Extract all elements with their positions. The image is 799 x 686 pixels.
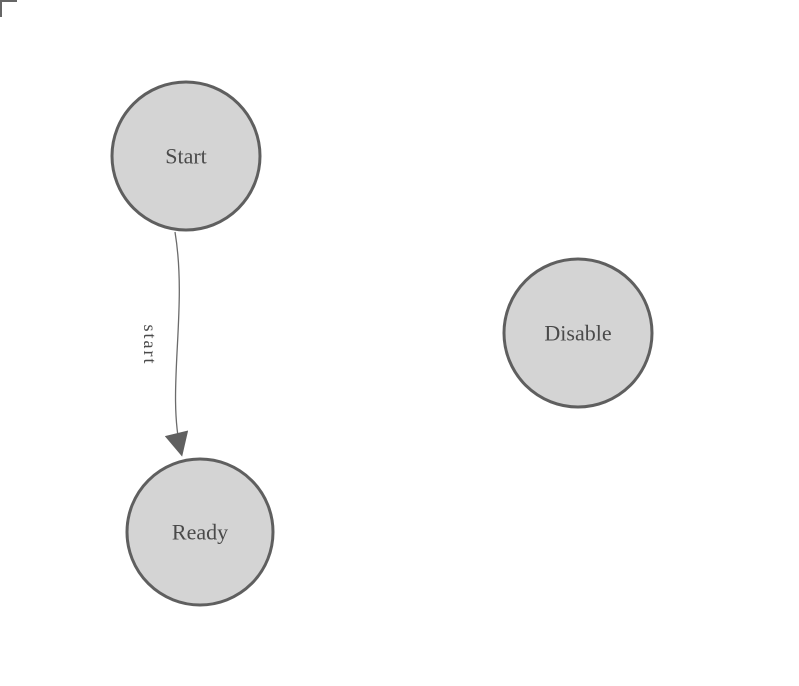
node-circle	[502, 257, 654, 409]
edge-path	[164, 231, 189, 457]
node-label: Start	[165, 144, 207, 169]
edge-label: start	[140, 325, 160, 366]
node-circle	[110, 80, 262, 232]
node-label: Ready	[172, 520, 228, 545]
transition-edge-start-ready[interactable]: start	[140, 231, 189, 457]
paper-origin-corner-mark	[0, 0, 17, 17]
node-label: Disable	[544, 321, 611, 346]
state-node-start[interactable]: Start	[110, 80, 262, 232]
state-node-disable[interactable]: Disable	[502, 257, 654, 409]
node-circle	[125, 457, 275, 607]
state-node-ready[interactable]: Ready	[125, 457, 275, 607]
